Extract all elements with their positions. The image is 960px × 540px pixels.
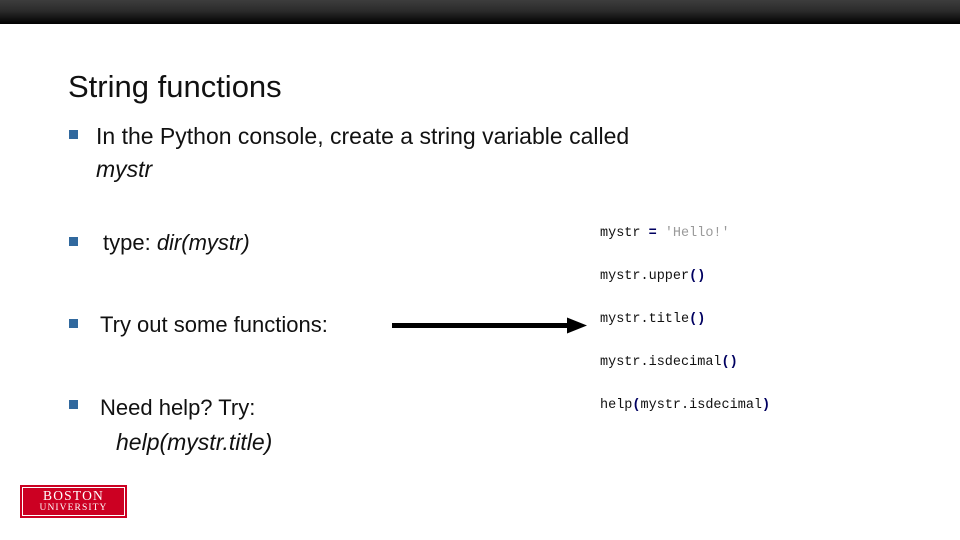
code-token-op: ) bbox=[762, 398, 771, 413]
code-line: mystr = 'Hello!' bbox=[600, 226, 950, 269]
bullet-item-intro: In the Python console, create a string v… bbox=[69, 120, 689, 186]
code-token-op: () bbox=[689, 269, 706, 284]
code-token-name bbox=[657, 226, 665, 241]
code-token-name: help bbox=[600, 398, 633, 413]
logo-line-university: UNIVERSITY bbox=[39, 503, 108, 513]
bullet-type-label: type: bbox=[103, 230, 157, 255]
bullet-item-intro-text: In the Python console, create a string v… bbox=[96, 120, 689, 186]
bullet-item-tryout: Try out some functions: bbox=[69, 310, 499, 340]
bullet-item-tryout-text: Try out some functions: bbox=[100, 312, 328, 337]
bullet-item-type-text: type: dir(mystr) bbox=[103, 228, 250, 258]
code-token-op: () bbox=[721, 355, 738, 370]
square-bullet-icon bbox=[69, 237, 78, 246]
code-token-name: mystr.isdecimal bbox=[640, 398, 763, 413]
code-snippet-list: mystr = 'Hello!'mystr.upper()mystr.title… bbox=[600, 226, 950, 441]
bullet-help-label: Need help? Try: bbox=[100, 395, 256, 420]
logo-line-boston: BOSTON bbox=[43, 488, 104, 503]
top-decorative-bar bbox=[0, 0, 960, 24]
code-token-op: = bbox=[648, 226, 657, 241]
bullet-item-type: type: dir(mystr) bbox=[69, 228, 499, 258]
code-line: mystr.isdecimal() bbox=[600, 355, 950, 398]
page-title: String functions bbox=[68, 69, 282, 104]
bullet-help-command: help(mystr.title) bbox=[116, 429, 273, 455]
code-token-name: mystr.upper bbox=[600, 269, 690, 284]
pointer-arrow-icon bbox=[392, 317, 587, 334]
code-token-name: mystr.isdecimal bbox=[600, 355, 722, 370]
square-bullet-icon bbox=[69, 130, 78, 139]
bullet-item-help-text: Need help? Try: help(mystr.title) bbox=[100, 391, 272, 459]
bullet-intro-varname: mystr bbox=[96, 156, 153, 182]
code-token-str: 'Hello!' bbox=[664, 226, 730, 241]
code-token-op: () bbox=[689, 312, 706, 327]
code-line: mystr.upper() bbox=[600, 269, 950, 312]
bullet-item-help: Need help? Try: help(mystr.title) bbox=[69, 391, 499, 459]
code-line: help(mystr.isdecimal) bbox=[600, 398, 950, 441]
code-token-op: ( bbox=[632, 398, 641, 413]
code-line: mystr.title() bbox=[600, 312, 950, 355]
square-bullet-icon bbox=[69, 400, 78, 409]
square-bullet-icon bbox=[69, 319, 78, 328]
boston-university-logo: BOSTON UNIVERSITY bbox=[20, 485, 127, 518]
bullet-type-command: dir(mystr) bbox=[156, 230, 250, 255]
code-token-name: mystr bbox=[600, 226, 649, 241]
logo-inner-frame: BOSTON UNIVERSITY bbox=[22, 487, 125, 516]
bullet-intro-line2: called bbox=[569, 123, 630, 149]
bullet-intro-line1: In the Python console, create a string v… bbox=[96, 123, 563, 149]
code-token-name: mystr.title bbox=[600, 312, 690, 327]
